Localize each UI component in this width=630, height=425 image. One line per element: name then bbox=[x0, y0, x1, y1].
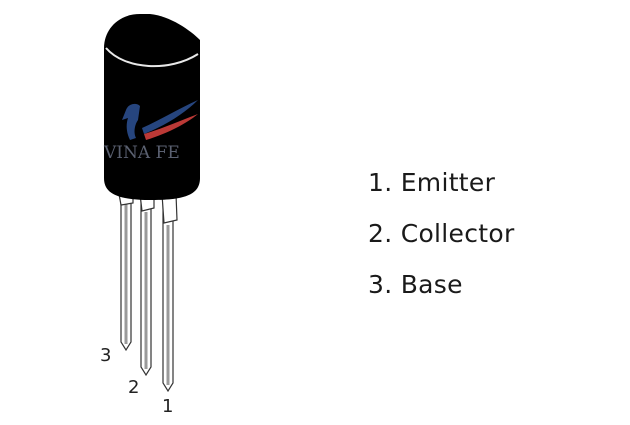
pin-number-1: 1 bbox=[162, 396, 174, 417]
pin-number-3: 3 bbox=[100, 345, 112, 366]
legend-item-emitter: 1. Emitter bbox=[368, 168, 496, 197]
watermark-logo bbox=[122, 100, 198, 140]
pin-legend: 1. Emitter 2. Collector 3. Base bbox=[368, 162, 515, 315]
transistor-body: VINA FE bbox=[103, 14, 200, 200]
legend-item-collector: 2. Collector bbox=[368, 219, 515, 248]
legend-item-base: 3. Base bbox=[368, 270, 463, 299]
pin-number-2: 2 bbox=[128, 377, 140, 398]
pin-leads bbox=[118, 193, 178, 393]
watermark-text: VINA FE bbox=[103, 143, 180, 163]
